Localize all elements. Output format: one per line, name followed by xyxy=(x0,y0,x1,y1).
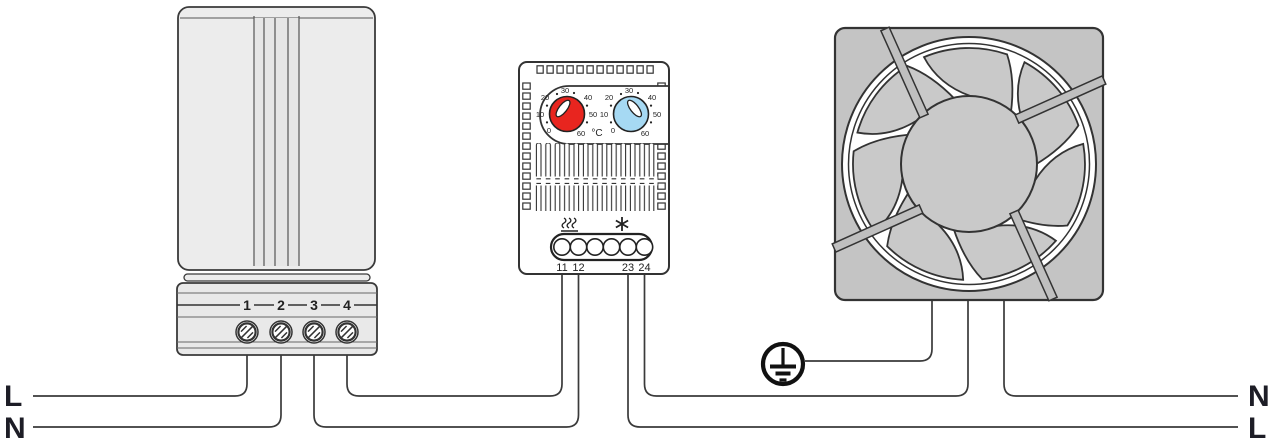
heating-dial-scale: 0 10 20 30 40 50 60 xyxy=(536,86,597,138)
thermostat-teeth-right xyxy=(657,82,666,210)
svg-text:0: 0 xyxy=(611,126,615,135)
snowflake-icon xyxy=(615,217,629,231)
svg-text:30: 30 xyxy=(561,86,569,95)
power-labels: L N N L xyxy=(4,380,1270,445)
heater-terminal-labels: 1 2 3 4 xyxy=(240,297,354,313)
thermostat-vent-slats xyxy=(532,143,658,211)
svg-text:0: 0 xyxy=(547,126,551,135)
heater-terminal-block xyxy=(176,282,378,356)
cooling-dial-knob xyxy=(612,95,650,133)
heater-terminal-4-label: 4 xyxy=(343,297,351,313)
screw-terminal-icon xyxy=(268,319,294,345)
svg-text:40: 40 xyxy=(648,93,656,102)
heating-dial-slot xyxy=(555,99,571,118)
filter-fan xyxy=(831,26,1107,302)
line-label-left: L xyxy=(4,380,22,413)
thermostat-terminal-23-label: 23 xyxy=(622,262,634,274)
thermostat-teeth-left xyxy=(522,82,531,210)
wire-line-left-to-heater-1 xyxy=(33,342,248,397)
celsius-unit-label: °C xyxy=(591,128,602,139)
heater-terminal-3-label: 3 xyxy=(310,297,318,313)
svg-text:20: 20 xyxy=(605,93,613,102)
thermostat-terminal-11-label: 11 xyxy=(556,262,567,274)
thermostat-terminal-holes xyxy=(552,238,654,257)
svg-text:60: 60 xyxy=(577,129,585,138)
fan-guard-struts xyxy=(831,26,1107,302)
thermostat: 0 10 20 30 40 50 60 0 10 20 xyxy=(518,61,670,275)
protective-earth-icon xyxy=(760,341,806,387)
wire-heater-4-to-thermostat-11 xyxy=(346,274,563,397)
line-label-right: L xyxy=(1248,412,1266,445)
neutral-label-left: N xyxy=(4,412,26,445)
cooling-dial-slot xyxy=(626,99,643,118)
screw-terminal-icon xyxy=(334,319,360,345)
heater-lip xyxy=(183,273,371,282)
svg-text:10: 10 xyxy=(536,110,544,119)
svg-text:30: 30 xyxy=(625,86,633,95)
wire-neutral-left-to-heater-2 xyxy=(33,342,282,428)
thermostat-terminal-24-label: 24 xyxy=(638,262,650,274)
heater-terminal-1-label: 1 xyxy=(243,297,251,313)
heater-element-channel xyxy=(254,18,299,266)
thermostat-teeth-top xyxy=(536,65,654,74)
svg-text:50: 50 xyxy=(653,110,661,119)
wire-thermostat-23-to-line-right xyxy=(627,274,1238,428)
cooling-setpoint-dial: 0 10 20 30 40 50 60 xyxy=(600,86,661,138)
screw-terminal-icon xyxy=(234,319,260,345)
fan-hub xyxy=(900,95,1038,233)
svg-text:50: 50 xyxy=(589,110,597,119)
wire-fan-to-neutral-right xyxy=(1003,300,1238,397)
heater-terminal-2-label: 2 xyxy=(277,297,285,313)
wire-ground-to-fan xyxy=(805,300,933,362)
fan-impeller xyxy=(831,26,1107,302)
neutral-label-right: N xyxy=(1248,380,1270,413)
svg-text:20: 20 xyxy=(541,93,549,102)
cooling-dial-scale: 0 10 20 30 40 50 60 xyxy=(600,86,661,138)
thermostat-terminal-labels: 11 12 23 24 xyxy=(556,262,650,274)
heater: 1 2 3 4 xyxy=(176,6,378,356)
screw-terminal-icon xyxy=(301,319,327,345)
wires xyxy=(33,274,1238,428)
svg-text:10: 10 xyxy=(600,110,608,119)
heating-setpoint-dial: 0 10 20 30 40 50 60 xyxy=(536,86,597,138)
heat-waves-icon xyxy=(561,217,578,232)
thermostat-terminal-12-label: 12 xyxy=(572,262,584,274)
wire-heater-3-to-thermostat-12 xyxy=(313,274,580,428)
svg-text:60: 60 xyxy=(641,129,649,138)
wire-thermostat-24-to-fan xyxy=(643,274,969,397)
heating-dial-knob xyxy=(548,95,586,133)
svg-text:40: 40 xyxy=(584,93,592,102)
